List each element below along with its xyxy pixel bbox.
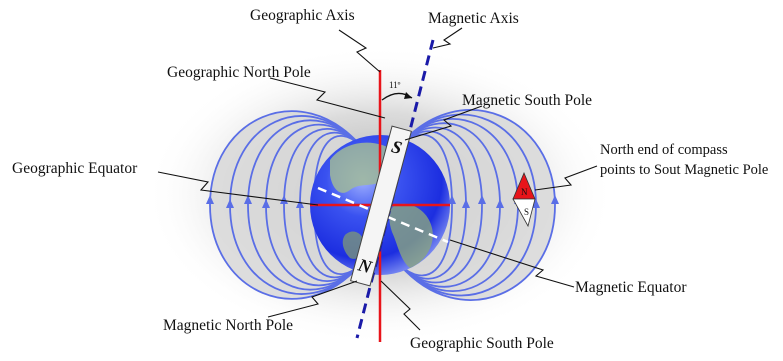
magnetic-equator-label: Magnetic Equator <box>575 279 687 296</box>
bar-magnet: S N <box>350 125 412 287</box>
compass-note-line1: North end of compass <box>600 142 728 158</box>
leader-geographic-equator <box>157 171 319 206</box>
magnet-north-letter: N <box>355 254 375 277</box>
leader-magnetic-north-pole <box>267 280 358 318</box>
magnetic-south-pole-label: Magnetic South Pole <box>462 92 592 109</box>
leader-geographic-south-pole <box>380 280 421 331</box>
field-arrow-right-5 <box>462 199 470 208</box>
geographic-equator-label: Geographic Equator <box>12 160 138 177</box>
magnetic-north-pole-label: Magnetic North Pole <box>163 317 293 334</box>
field-arrow-right-0 <box>551 195 559 204</box>
magnet-south-letter: S <box>389 136 404 158</box>
field-line-left-2 <box>247 119 361 291</box>
field-arrow-left-3 <box>262 199 270 208</box>
field-arrow-left-2 <box>244 195 252 204</box>
leader-geographic-north-pole <box>269 77 386 119</box>
field-line-left-0 <box>209 110 361 300</box>
leader-magnetic-south-pole <box>404 105 483 141</box>
field-arrow-right-3 <box>496 199 504 208</box>
field-line-right-0 <box>399 109 556 301</box>
field-line-right-4 <box>399 126 483 284</box>
leader-magnetic-axis <box>432 27 463 49</box>
field-arrow-right-6 <box>448 195 456 204</box>
leader-geographic-axis <box>338 29 381 73</box>
field-arrow-left-0 <box>206 195 214 204</box>
tilt-arrowhead <box>404 92 412 99</box>
magnetic-axis-label: Magnetic Axis <box>428 10 519 27</box>
compass-south-letter: S <box>524 207 529 217</box>
field-arrow-right-1 <box>532 199 540 208</box>
field-lines-left <box>206 110 361 300</box>
compass-note-line2: points to Sout Magnetic Pole <box>600 162 768 178</box>
field-arrow-left-5 <box>296 199 304 208</box>
geographic-south-pole-label: Geographic South Pole <box>410 335 554 352</box>
tilt-angle-label: 11º <box>389 80 401 90</box>
compass-north-letter: N <box>521 187 528 197</box>
leader-compass-note <box>534 165 598 191</box>
field-arrow-left-4 <box>280 195 288 204</box>
geographic-axis-label: Geographic Axis <box>250 7 355 24</box>
field-arrow-right-4 <box>478 195 486 204</box>
field-lines-right <box>399 109 559 301</box>
geographic-north-pole-label: Geographic North Pole <box>167 64 311 81</box>
leader-lines <box>157 27 598 331</box>
leader-magnetic-equator <box>449 239 575 288</box>
field-line-left-4 <box>283 128 361 282</box>
compass-needle: N S <box>512 171 536 228</box>
field-arrow-left-1 <box>226 199 234 208</box>
magnetic-equator-line <box>317 186 449 244</box>
